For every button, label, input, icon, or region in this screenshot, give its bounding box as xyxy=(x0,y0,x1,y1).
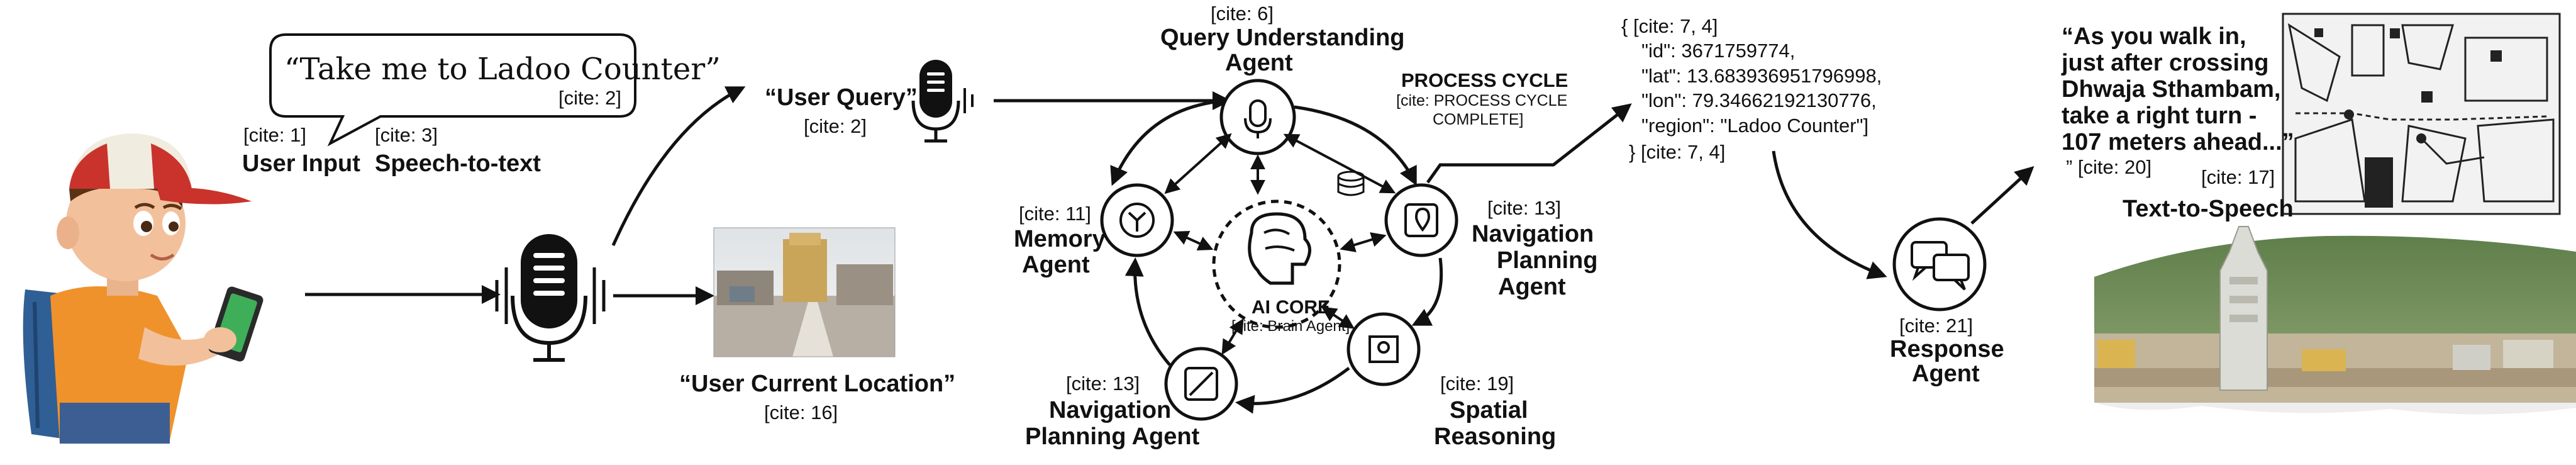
speech-to-text-label: Speech-to-text xyxy=(375,150,541,177)
tts-quote-line1: “As you walk in, xyxy=(2062,23,2246,50)
arrow-to-json xyxy=(1426,103,1632,184)
tts-quote-line4: take a right turn - xyxy=(2062,103,2257,129)
json-close: } [cite: 7, 4] xyxy=(1629,141,1726,163)
nav-agent-right-cite: [cite: 13] xyxy=(1487,197,1562,219)
query-agent-line2: Agent xyxy=(1225,50,1293,76)
arrow-mic-to-query xyxy=(611,86,746,247)
spatial-line2: Reasoning xyxy=(1434,423,1557,450)
route-icon xyxy=(1184,367,1218,401)
tts-quote-line5: 107 meters ahead...” xyxy=(2062,129,2294,155)
nav-agent-right-line3: Agent xyxy=(1498,274,1566,300)
nav-agent-bottom-line2: Planning Agent xyxy=(1025,423,1200,450)
memory-circuit-icon xyxy=(1119,203,1155,238)
json-id: "id": 3671759774, xyxy=(1641,40,1796,62)
tts-quote-line2: just after crossing xyxy=(2062,50,2269,76)
json-open: { [cite: 7, 4] xyxy=(1621,15,1718,37)
temple-photo xyxy=(713,227,896,357)
nav-agent-bottom-line1: Navigation xyxy=(1049,397,1172,423)
query-agent-cite: [cite: 6] xyxy=(1211,3,1274,25)
json-lon: "lon": 79.34662192130776, xyxy=(1641,89,1877,111)
speech-to-text-cite: [cite: 3] xyxy=(375,124,438,146)
map-image xyxy=(2282,13,2561,215)
tts-cite: [cite: 17] xyxy=(2201,166,2275,188)
user-input-cite: [cite: 1] xyxy=(243,124,306,146)
query-agent-line1: Query Understanding xyxy=(1160,25,1405,51)
ai-core-cite: [cite: Brain Agent] xyxy=(1231,318,1350,335)
small-microphone-icon xyxy=(911,60,974,143)
response-agent-line2: Agent xyxy=(1912,361,1980,387)
arrow-json-to-response xyxy=(1772,150,1887,279)
process-cycle-line1: [cite: PROCESS CYCLE xyxy=(1396,92,1568,109)
map-pin-icon xyxy=(1404,203,1438,237)
user-query-label: “User Query” xyxy=(765,84,918,111)
memory-agent-line1: Memory xyxy=(1014,226,1106,252)
json-lat: "lat": 13.683936951796998, xyxy=(1641,65,1882,87)
response-agent-line1: Response xyxy=(1890,336,2004,362)
response-agent-cite: [cite: 21] xyxy=(1899,315,1974,337)
nav-agent-right-line1: Navigation xyxy=(1472,221,1594,247)
arrow-response-to-tts xyxy=(1970,165,2035,225)
nav-agent-bottom-cite: [cite: 13] xyxy=(1066,373,1140,395)
memory-agent-line2: Agent xyxy=(1022,252,1090,278)
speech-bubble-cite: [cite: 2] xyxy=(558,87,621,109)
agent-cycle xyxy=(1100,79,1458,421)
speech-bubble xyxy=(269,33,636,147)
spatial-line1: Spatial xyxy=(1450,397,1528,423)
memory-agent-cite: [cite: 11] xyxy=(1019,203,1091,225)
brain-icon xyxy=(1248,212,1311,285)
tts-label: Text-to-Speech xyxy=(2123,196,2294,222)
spatial-cite: [cite: 19] xyxy=(1440,373,1514,395)
process-cycle-title: PROCESS CYCLE xyxy=(1401,69,1568,91)
microphone-icon xyxy=(495,234,606,362)
tts-quote-line3: Dhwaja Sthambam, xyxy=(2062,76,2281,103)
mic-node-icon xyxy=(1244,99,1272,138)
child-with-phone-icon xyxy=(23,133,264,444)
process-cycle-line2: COMPLETE] xyxy=(1433,111,1524,128)
spatial-map-icon xyxy=(1368,335,1399,363)
user-input-label: User Input xyxy=(242,150,360,177)
ai-core-label: AI CORE xyxy=(1252,297,1331,318)
user-location-label: “User Current Location” xyxy=(679,371,956,397)
speech-bubble-quote: “Take me to Ladoo Counter” xyxy=(284,52,721,87)
json-region: "region": "Ladoo Counter"] xyxy=(1641,115,1869,137)
user-location-cite: [cite: 16] xyxy=(764,401,838,423)
chat-bubbles-icon xyxy=(1892,217,1987,311)
user-query-cite: [cite: 2] xyxy=(804,115,867,137)
nav-agent-right-line2: Planning xyxy=(1497,247,1598,274)
temple-panorama-photo xyxy=(2094,226,2576,465)
tts-quote-cite: ” [cite: 20] xyxy=(2066,156,2152,178)
database-icon xyxy=(1337,171,1365,196)
